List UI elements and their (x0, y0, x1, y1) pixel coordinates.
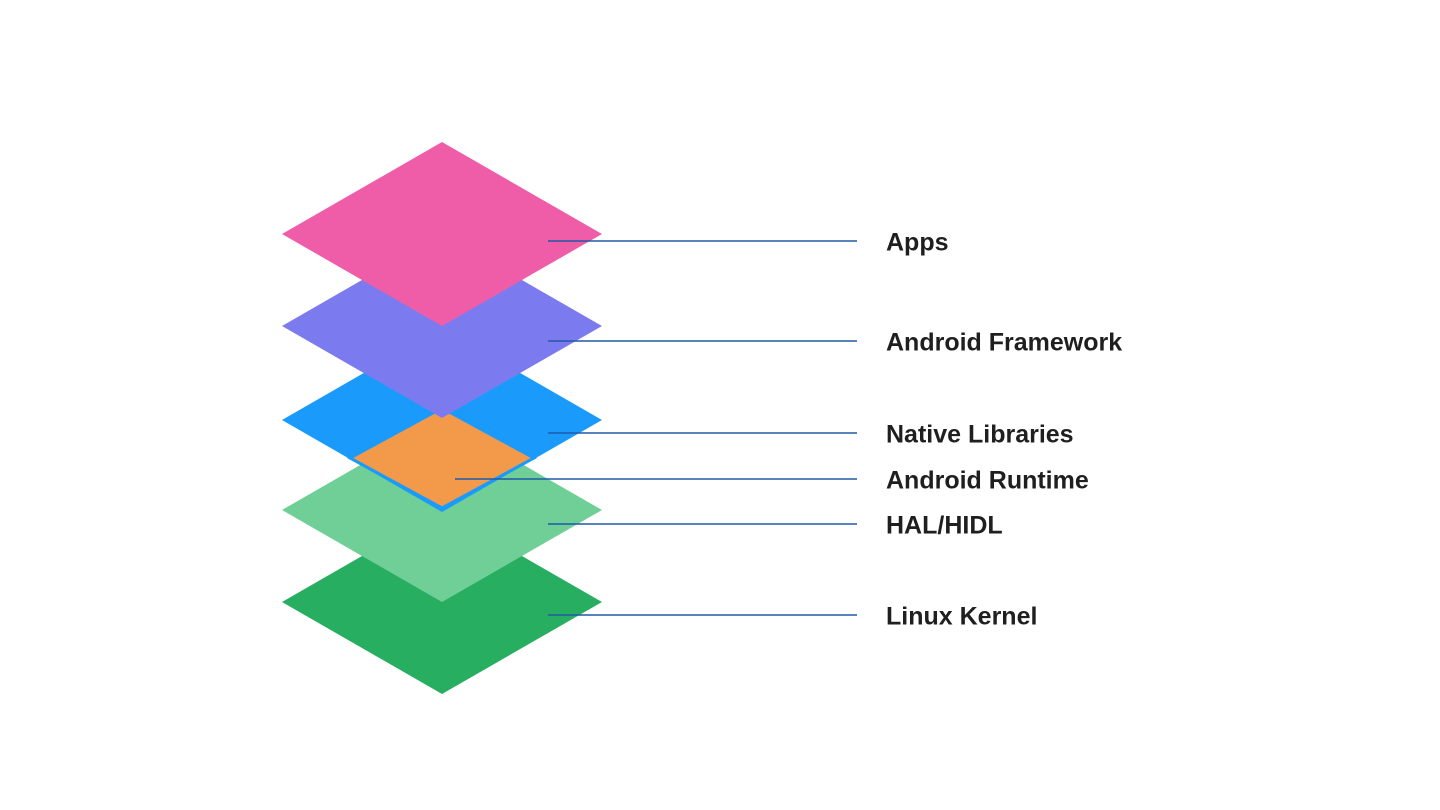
label-android-runtime: Android Runtime (886, 467, 1089, 495)
label-apps: Apps (886, 229, 949, 257)
layer-apps (282, 142, 602, 326)
label-native-libraries: Native Libraries (886, 421, 1074, 449)
label-android-framework: Android Framework (886, 329, 1122, 357)
layer-shapes (282, 142, 602, 694)
leader-lines (455, 240, 857, 616)
layer-android-runtime (346, 406, 538, 510)
label-linux-kernel: Linux Kernel (886, 603, 1037, 631)
label-hal-hidl: HAL/HIDL (886, 512, 1003, 540)
